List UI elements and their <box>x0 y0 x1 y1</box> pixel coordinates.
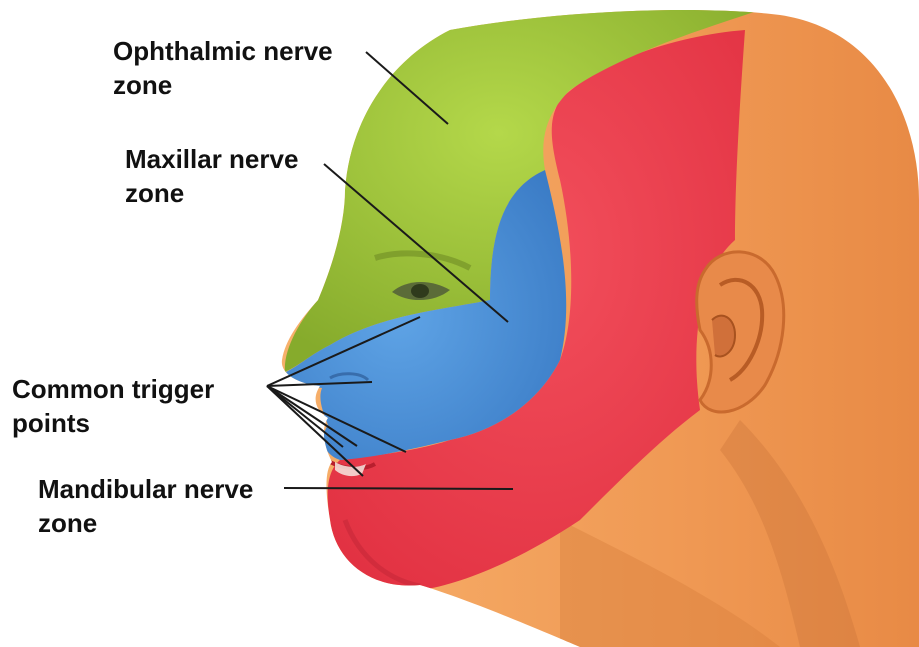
maxillar-label-line1: Maxillar nerve <box>125 142 298 176</box>
ophthalmic-zone-label: Ophthalmic nerve zone <box>113 34 333 102</box>
trigger-label-line1: Common trigger <box>12 372 214 406</box>
mandibular-zone-label: Mandibular nerve zone <box>38 472 253 540</box>
mandibular-label-line2: zone <box>38 506 253 540</box>
maxillar-label-line2: zone <box>125 176 298 210</box>
eye-iris <box>411 284 429 298</box>
ophthalmic-label-line2: zone <box>113 68 333 102</box>
ophthalmic-label-line1: Ophthalmic nerve <box>113 34 333 68</box>
leader-mandibular <box>284 488 513 489</box>
trigger-points-label: Common trigger points <box>12 372 214 440</box>
maxillar-zone-label: Maxillar nerve zone <box>125 142 298 210</box>
trigger-label-line2: points <box>12 406 214 440</box>
mandibular-label-line1: Mandibular nerve <box>38 472 253 506</box>
